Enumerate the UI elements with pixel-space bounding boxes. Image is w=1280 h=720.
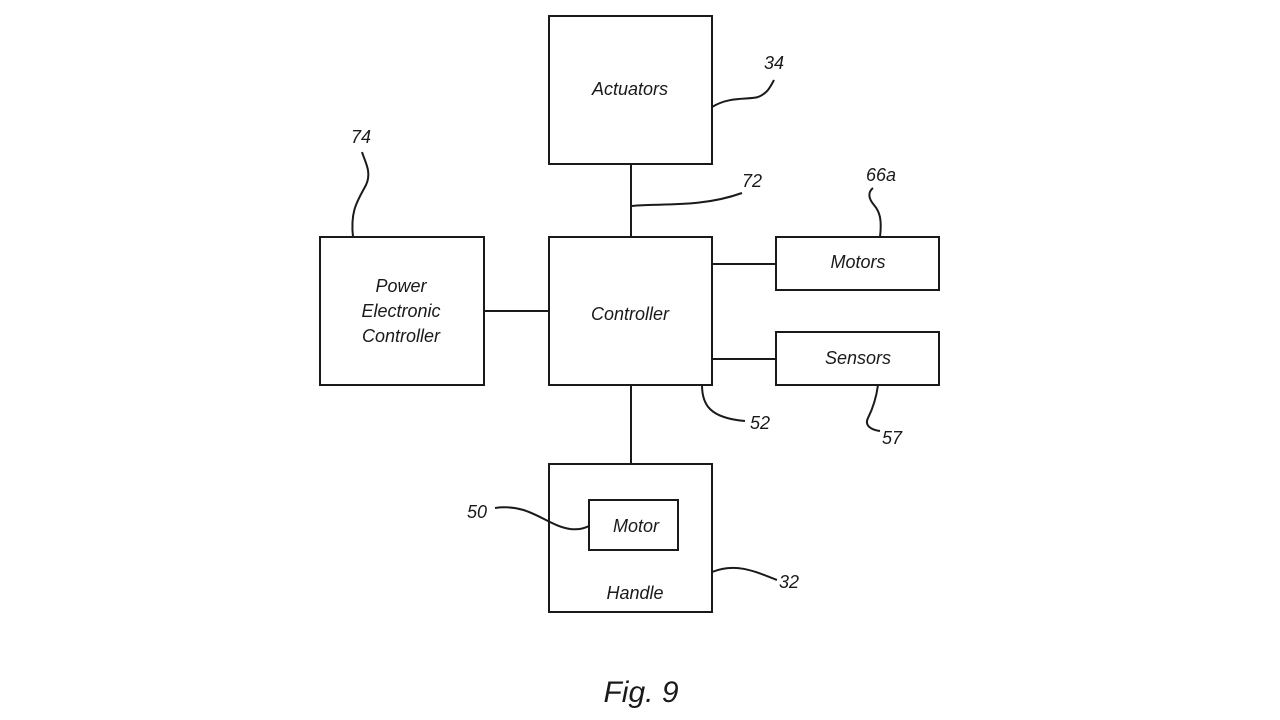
actuators-block: Actuators bbox=[548, 15, 713, 165]
ref-66a: 66a bbox=[866, 165, 896, 185]
handle-motor-label: Motor bbox=[613, 516, 660, 536]
leader-72 bbox=[630, 192, 743, 207]
ref-74: 74 bbox=[351, 127, 371, 147]
ref-57: 57 bbox=[882, 428, 903, 448]
ref-52: 52 bbox=[750, 413, 770, 433]
leader-52 bbox=[701, 384, 746, 422]
pec-label-line-2: Electronic bbox=[361, 301, 440, 321]
motors-block: Motors bbox=[775, 236, 940, 291]
leader-50 bbox=[494, 506, 590, 531]
leader-57 bbox=[866, 384, 881, 432]
leader-74 bbox=[351, 151, 370, 238]
handle-motor-block: Motor bbox=[588, 499, 679, 551]
actuators-label: Actuators bbox=[591, 79, 668, 99]
sensors-label: Sensors bbox=[825, 348, 891, 368]
leader-34 bbox=[711, 79, 775, 108]
controller-block: Controller bbox=[548, 236, 713, 386]
figure-caption: Fig. 9 bbox=[603, 676, 678, 709]
controller-label: Controller bbox=[591, 304, 670, 324]
pec-label-line-3: Controller bbox=[362, 326, 441, 346]
motors-label: Motors bbox=[830, 252, 885, 272]
pec-label-line-1: Power bbox=[375, 276, 427, 296]
power-electronic-controller-block: Power Electronic Controller bbox=[319, 236, 485, 386]
handle-block: Handle Motor bbox=[548, 463, 713, 613]
ref-34: 34 bbox=[764, 53, 784, 73]
ref-50: 50 bbox=[467, 502, 487, 522]
sensors-block: Sensors bbox=[775, 331, 940, 386]
ref-72: 72 bbox=[742, 171, 762, 191]
handle-label: Handle bbox=[606, 583, 663, 603]
ref-32: 32 bbox=[779, 572, 799, 592]
leader-66a bbox=[868, 187, 882, 238]
leader-32 bbox=[711, 566, 778, 581]
